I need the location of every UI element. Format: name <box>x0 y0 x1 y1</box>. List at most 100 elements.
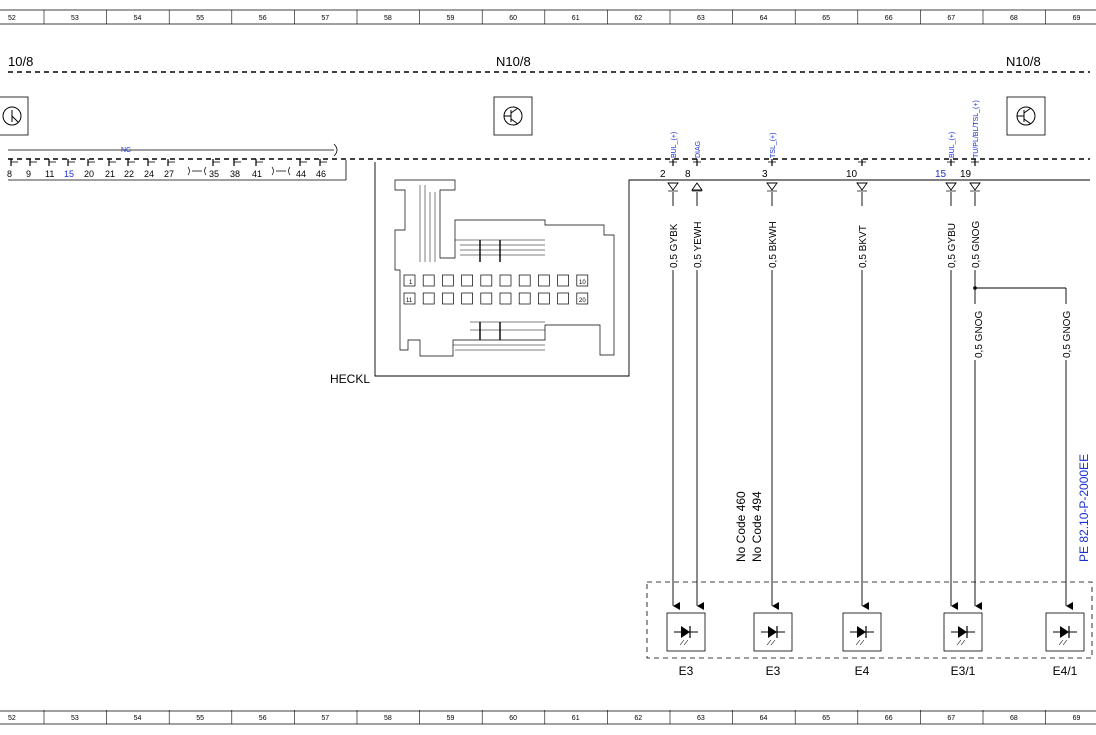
wire-signal-15: BUL_(+) <box>949 132 956 158</box>
wire-signal-3: TSL_(+) <box>770 133 777 158</box>
component-label: E4/1 <box>1053 664 1078 678</box>
wire-color-2: 0,5 GYBK <box>669 223 680 268</box>
grid-number-top: 62 <box>634 15 642 22</box>
transistor-symbol-right <box>1006 96 1046 136</box>
bus-pin-8: 8 <box>7 169 12 179</box>
connector-cell-11: 11 <box>406 298 413 304</box>
grid-number-bottom: 61 <box>572 715 580 722</box>
component-e3-1: E3 <box>753 612 793 678</box>
grid-number-bottom: 58 <box>384 715 392 722</box>
module-label-left: 10/8 <box>8 54 33 69</box>
grid-number-top: 58 <box>384 15 392 22</box>
grid-number-top: 65 <box>822 15 830 22</box>
wire-color-19: 0,5 GNOG <box>971 221 982 268</box>
component-e3-0: E3 <box>666 612 706 678</box>
bus-pin-9: 9 <box>26 169 31 179</box>
top-grid-strip: 52 53 54 55 56 57 58 59 60 61 62 63 64 65 66 67 68 69 <box>0 9 1096 25</box>
connector-label: HECKL <box>330 372 370 386</box>
code-note-line2: No Code 494 <box>750 491 764 562</box>
grid-number-bottom: 63 <box>697 715 705 722</box>
wire-signal-2: BUL_(+) <box>671 132 678 158</box>
component-label: E4 <box>855 664 870 678</box>
grid-number-bottom: 55 <box>196 715 204 722</box>
component-label: E3 <box>679 664 694 678</box>
wire-pin-15: 15 <box>935 169 947 180</box>
bus-pin-27: 27 <box>164 169 174 179</box>
grid-number-top: 54 <box>134 15 142 22</box>
grid-number-top: 67 <box>947 15 955 22</box>
wire-color-3: 0,5 BKWH <box>768 221 779 268</box>
wire-color-15: 0,5 GYBU <box>947 223 958 268</box>
grid-number-top: 55 <box>196 15 204 22</box>
code-note-line1: No Code 460 <box>734 491 748 562</box>
transistor-symbol-left <box>0 96 29 136</box>
branch-color-left: 0,5 GNOG <box>974 311 985 358</box>
bus-pin-41: 41 <box>252 169 262 179</box>
branch-wire <box>973 286 1073 610</box>
grid-number-top: 57 <box>321 15 329 22</box>
wire-pin-2: 2 <box>660 169 666 180</box>
grid-number-bottom: 54 <box>134 715 142 722</box>
wire-pin-19: 19 <box>960 169 972 180</box>
grid-number-bottom: 65 <box>822 715 830 722</box>
grid-number-bottom: 59 <box>447 715 455 722</box>
connector-drawing: 1 10 11 20 <box>374 162 1090 377</box>
component-e4-1-4: E4/1 <box>1045 612 1085 678</box>
grid-number-top: 59 <box>447 15 455 22</box>
wire-color-10: 0,5 BKVT <box>858 225 869 268</box>
pe-reference-link[interactable]: PE 82.10-P-2000EE <box>1077 454 1091 562</box>
grid-number-top: 66 <box>885 15 893 22</box>
grid-number-bottom: 60 <box>509 715 517 722</box>
bus-pin-22: 22 <box>124 169 134 179</box>
grid-number-bottom: 68 <box>1010 715 1018 722</box>
grid-number-top: 52 <box>8 15 16 22</box>
grid-number-top: 69 <box>1073 15 1081 22</box>
branch-color-right: 0,5 GNOG <box>1062 311 1073 358</box>
connector-cell-1: 1 <box>409 280 413 286</box>
grid-number-bottom: 69 <box>1073 715 1081 722</box>
grid-number-bottom: 57 <box>321 715 329 722</box>
grid-number-bottom: 52 <box>8 715 16 722</box>
wire-pin-3: 3 <box>762 169 768 180</box>
bus-pin-15: 15 <box>64 169 74 179</box>
transistor-symbol-center <box>493 96 533 136</box>
grid-number-top: 56 <box>259 15 267 22</box>
wire-pin-8: 8 <box>685 169 691 180</box>
connector-cell-20: 20 <box>579 298 586 304</box>
connector-cell-10: 10 <box>579 280 586 286</box>
bus-pin-44: 44 <box>296 169 306 179</box>
component-label: E3/1 <box>951 664 976 678</box>
grid-number-top: 64 <box>760 15 768 22</box>
grid-number-bottom: 67 <box>947 715 955 722</box>
component-label: E3 <box>766 664 781 678</box>
module-label-center: N10/8 <box>496 54 531 69</box>
bus-pin-11: 11 <box>45 169 54 179</box>
component-e4-2: E4 <box>842 612 882 678</box>
module-label-right: N10/8 <box>1006 54 1041 69</box>
wire-pin-10: 10 <box>846 169 858 180</box>
wire-group: 2 0,5 GYBK BUL_(+) 8 0,5 YEWH DIAG 3 0,5 BKWH TS… <box>660 100 982 610</box>
bus-pin-24: 24 <box>144 169 154 179</box>
wire-signal-8: DIAG <box>695 141 702 158</box>
grid-number-top: 63 <box>697 15 705 22</box>
grid-number-top: 60 <box>509 15 517 22</box>
grid-number-bottom: 62 <box>634 715 642 722</box>
bus-pin-35: 35 <box>209 169 219 179</box>
grid-number-bottom: 53 <box>71 715 79 722</box>
grid-number-bottom: 66 <box>885 715 893 722</box>
grid-number-top: 53 <box>71 15 79 22</box>
wire-signal-19: TU/PL/BL/TSL_(+) <box>973 100 980 158</box>
wire-color-8: 0,5 YEWH <box>693 222 704 269</box>
nc-label: NC <box>121 147 131 154</box>
bus-pin-20: 20 <box>84 169 94 179</box>
grid-number-bottom: 56 <box>259 715 267 722</box>
grid-number-top: 68 <box>1010 15 1018 22</box>
grid-number-top: 61 <box>572 15 580 22</box>
bus-pin-46: 46 <box>316 169 326 179</box>
bus-pin-row: 8 9 11 15 20 21 22 24 27 35 38 41 44 46 <box>7 159 327 179</box>
bus-pin-38: 38 <box>230 169 240 179</box>
bus-pin-21: 21 <box>105 169 115 179</box>
component-area <box>646 581 1093 659</box>
